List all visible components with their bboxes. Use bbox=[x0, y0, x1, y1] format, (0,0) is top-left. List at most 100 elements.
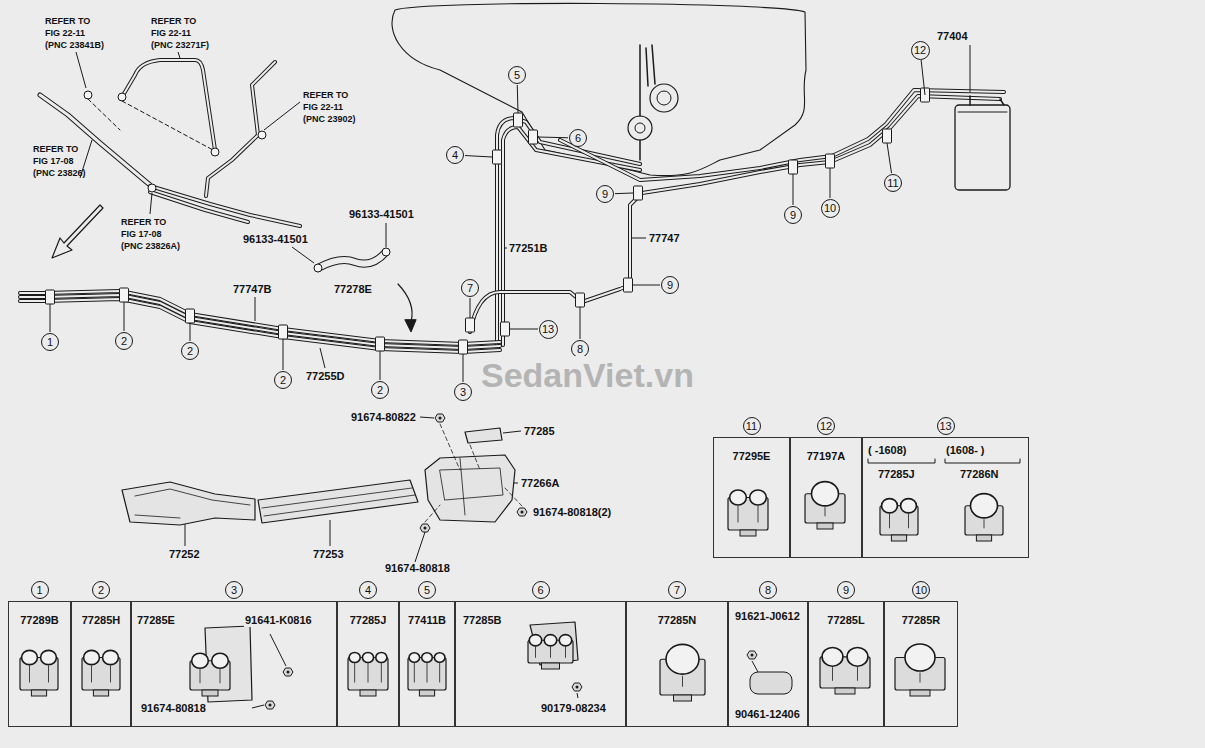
collar bbox=[750, 672, 792, 694]
leader-line bbox=[970, 45, 971, 92]
clip-rib bbox=[908, 514, 909, 529]
pipe-clip bbox=[120, 288, 129, 302]
clip-rib bbox=[414, 663, 415, 683]
part-number: 77266A bbox=[520, 477, 561, 490]
refer-dash bbox=[88, 99, 213, 150]
fuel-pipe bbox=[470, 96, 1000, 332]
bolt-head bbox=[572, 683, 582, 691]
part-number: 77285J bbox=[349, 614, 388, 627]
hose-77278E-core bbox=[318, 252, 386, 268]
bolt-center bbox=[439, 417, 442, 420]
cover-rib bbox=[440, 458, 503, 515]
clip-rib bbox=[427, 663, 428, 683]
detail-box: 277285H bbox=[71, 601, 131, 727]
part-number: 77255D bbox=[305, 370, 346, 383]
pump-ring bbox=[635, 123, 645, 133]
part-number: 77285H bbox=[81, 614, 122, 627]
pipe-clip bbox=[466, 318, 475, 332]
pointer-arrow bbox=[398, 284, 412, 322]
clip-rib bbox=[368, 663, 369, 682]
callout-number: 7 bbox=[668, 581, 686, 599]
callout-circle: 6 bbox=[569, 129, 587, 147]
part-number: 91674-80822 bbox=[350, 411, 417, 424]
clip-base bbox=[674, 695, 692, 701]
dash-line bbox=[425, 424, 522, 522]
clip-ring bbox=[41, 650, 57, 664]
leader-line bbox=[420, 417, 434, 418]
clip-base bbox=[419, 690, 434, 696]
clip-rib bbox=[354, 663, 355, 682]
part-number: 77197A bbox=[806, 450, 847, 463]
pipe-clip bbox=[376, 337, 385, 351]
leader-line bbox=[504, 248, 507, 249]
leader-line bbox=[752, 661, 758, 672]
callout-leader bbox=[283, 339, 284, 370]
fuel-tank-outline bbox=[392, 3, 806, 175]
refer-tube bbox=[122, 60, 215, 150]
callout-circle: 5 bbox=[508, 66, 526, 84]
shield-77253 bbox=[258, 480, 418, 523]
hose-clamp bbox=[314, 264, 322, 272]
part-number: 77747B bbox=[232, 283, 273, 296]
callout-number: 2 bbox=[121, 336, 127, 347]
clip-base bbox=[93, 690, 108, 696]
fuel-pipe bbox=[20, 299, 500, 352]
bolt-center bbox=[751, 654, 754, 657]
part-number: 77404 bbox=[936, 30, 969, 43]
detail-box: 977285L bbox=[808, 601, 884, 727]
callout-circle: 4 bbox=[446, 146, 464, 164]
callout-number: 2 bbox=[187, 346, 193, 357]
hose-77278E bbox=[318, 252, 386, 268]
clip-ring bbox=[192, 653, 209, 668]
refer-tube bbox=[150, 186, 300, 226]
hose-clamp bbox=[118, 93, 126, 101]
callout-leader bbox=[463, 354, 464, 382]
callout-circle: 2 bbox=[371, 381, 389, 399]
detail-box: 1277197A bbox=[790, 437, 862, 558]
clip-rib bbox=[110, 665, 111, 682]
callout-circle: 9 bbox=[596, 185, 614, 203]
bolt-head bbox=[435, 414, 445, 422]
callout-number: 2 bbox=[92, 581, 110, 599]
bolt-head bbox=[265, 701, 275, 709]
clip-rib bbox=[550, 647, 551, 658]
reference-note: REFER TO FIG 22-11 (PNC 23271F) bbox=[150, 15, 213, 51]
clip-ring bbox=[84, 650, 100, 664]
part-number: 77285B bbox=[462, 614, 503, 627]
part-number: 77253 bbox=[312, 548, 345, 561]
pump-ring bbox=[657, 91, 671, 105]
callout-number: 3 bbox=[225, 581, 243, 599]
cover-77266A bbox=[425, 455, 515, 522]
clip-ring bbox=[730, 490, 747, 505]
leader-line bbox=[503, 431, 521, 433]
callout-number: 12 bbox=[914, 45, 926, 56]
clip-base bbox=[976, 535, 991, 541]
leader-line bbox=[270, 634, 286, 666]
pipe-clip bbox=[186, 309, 195, 323]
clip-base bbox=[542, 663, 560, 669]
pipe-clip bbox=[46, 290, 55, 304]
part-number: 90461-12406 bbox=[734, 708, 801, 721]
part-number: 77289B bbox=[19, 614, 60, 627]
detail-box: 577411B bbox=[399, 601, 455, 727]
bolt-center bbox=[269, 704, 272, 707]
clip-rib bbox=[857, 667, 858, 681]
leader-line bbox=[415, 532, 425, 562]
callout-number: 3 bbox=[460, 387, 466, 398]
part-number: 91674-80818(2) bbox=[532, 506, 612, 519]
clip-base bbox=[202, 690, 218, 696]
callout-number: 6 bbox=[532, 581, 550, 599]
clip-rib bbox=[29, 665, 30, 682]
detail-box: 477285J bbox=[337, 601, 399, 727]
callout-number: 6 bbox=[575, 133, 581, 144]
bolt-head bbox=[517, 508, 527, 516]
hose-clamp bbox=[382, 248, 390, 256]
clip-ring bbox=[847, 647, 868, 666]
clip-base bbox=[835, 688, 855, 694]
clip-ring bbox=[362, 653, 373, 663]
callout-number: 7 bbox=[467, 283, 473, 294]
leader-line bbox=[76, 52, 86, 88]
callout-number: 11 bbox=[743, 417, 761, 435]
callout-number: 1 bbox=[47, 337, 53, 348]
